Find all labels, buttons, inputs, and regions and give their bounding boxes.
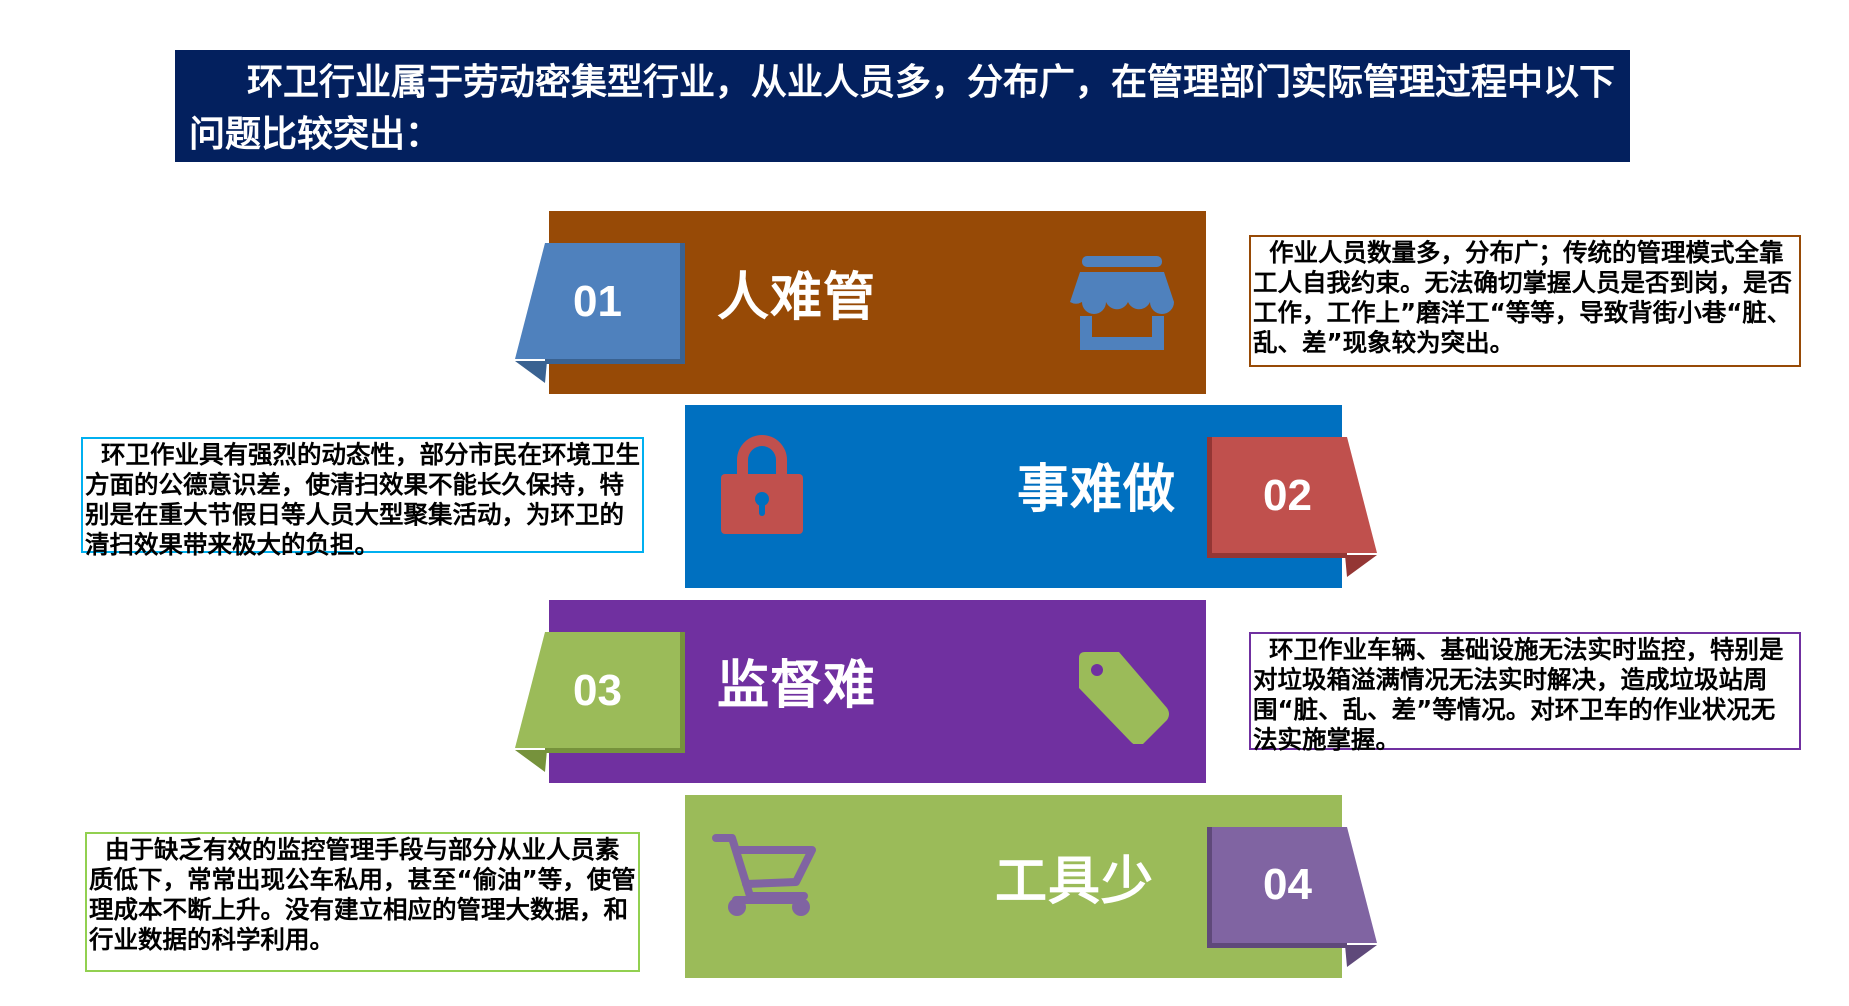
item-title-03: 监督难 (717, 656, 877, 716)
tab-01 (515, 243, 685, 383)
shopping-cart-icon (712, 834, 816, 916)
header-banner: 环卫行业属于劳动密集型行业，从业人员多，分布广，在管理部门实际管理过程中以下问题… (175, 50, 1630, 162)
storefront-icon (1070, 256, 1174, 350)
tab-04 (1207, 827, 1377, 967)
note-01-text: 作业人员数量多，分布广；传统的管理模式全靠工人自我约束。无法确切掌握人员是否到岗… (1253, 238, 1792, 357)
note-02-text: 环卫作业具有强烈的动态性，部分市民在环境卫生方面的公德意识差，使清扫效果不能长久… (85, 440, 640, 559)
item-title-02: 事难做 (1017, 460, 1177, 520)
note-02: 环卫作业具有强烈的动态性，部分市民在环境卫生方面的公德意识差，使清扫效果不能长久… (81, 437, 644, 559)
header-text: 环卫行业属于劳动密集型行业，从业人员多，分布广，在管理部门实际管理过程中以下问题… (189, 62, 1616, 155)
tab-02 (1207, 437, 1377, 577)
item-title-01: 人难管 (717, 268, 877, 328)
note-03: 环卫作业车辆、基础设施无法实时监控，特别是对垃圾箱溢满情况无法实时解决，造成垃圾… (1249, 632, 1801, 754)
tab-number-01: 01 (573, 277, 622, 326)
note-04: 由于缺乏有效的监控管理手段与部分从业人员素质低下，常常出现公车私用，甚至“偷油”… (85, 832, 640, 972)
item-title-04: 工具少 (995, 852, 1155, 912)
tab-number-04: 04 (1263, 860, 1312, 909)
note-01: 作业人员数量多，分布广；传统的管理模式全靠工人自我约束。无法确切掌握人员是否到岗… (1249, 235, 1801, 367)
price-tag-icon (1079, 652, 1169, 744)
note-03-text: 环卫作业车辆、基础设施无法实时监控，特别是对垃圾箱溢满情况无法实时解决，造成垃圾… (1253, 635, 1784, 754)
tab-number-03: 03 (573, 666, 622, 715)
tab-03 (515, 632, 685, 772)
tab-number-02: 02 (1263, 471, 1312, 520)
note-04-text: 由于缺乏有效的监控管理手段与部分从业人员素质低下，常常出现公车私用，甚至“偷油”… (89, 835, 636, 954)
padlock-icon (721, 435, 803, 534)
